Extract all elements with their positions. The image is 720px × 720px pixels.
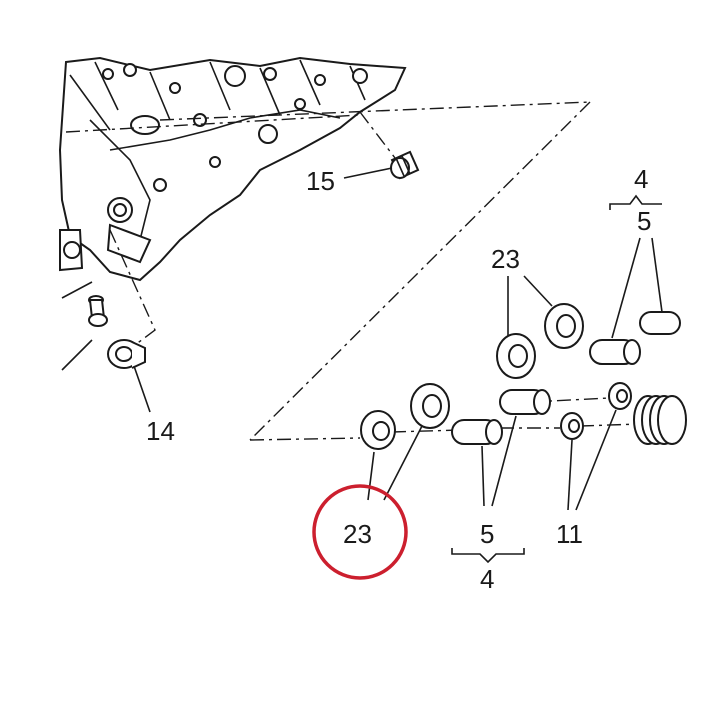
washer-23-lower-front [360,410,396,450]
callout-4-bottom: 4 [480,564,494,594]
callout-11: 11 [556,519,583,549]
valve-guide-upper-right [639,311,681,335]
valve-guide-upper [589,339,641,365]
highlight-circle [312,484,408,580]
left-screw [61,281,108,371]
plug-15 [390,150,420,180]
alignment-lines [65,101,641,441]
brace-bottom [451,548,525,564]
valve-guide-lower-front [451,419,503,445]
callout-23-top: 23 [491,244,520,274]
brace-top [609,194,662,210]
plug-14 [107,339,146,369]
cylinder-head-casting [58,56,407,282]
washer-23-lower-back [410,383,450,429]
seal-11-lower [560,412,584,440]
callout-5-bottom: 5 [480,519,494,549]
callout-23-bottom: 23 [343,519,372,549]
washer-23-upper-back [544,303,584,349]
valve-spring [633,395,687,445]
callout-15: 15 [306,166,335,196]
washer-23-upper-front [496,333,536,379]
callout-4-top: 4 [634,164,648,194]
leader-lines [133,167,663,511]
callout-14: 14 [146,416,175,446]
callout-5-top: 5 [637,206,651,236]
seal-11-upper [608,382,632,410]
valve-guide-lower-back [499,389,551,415]
